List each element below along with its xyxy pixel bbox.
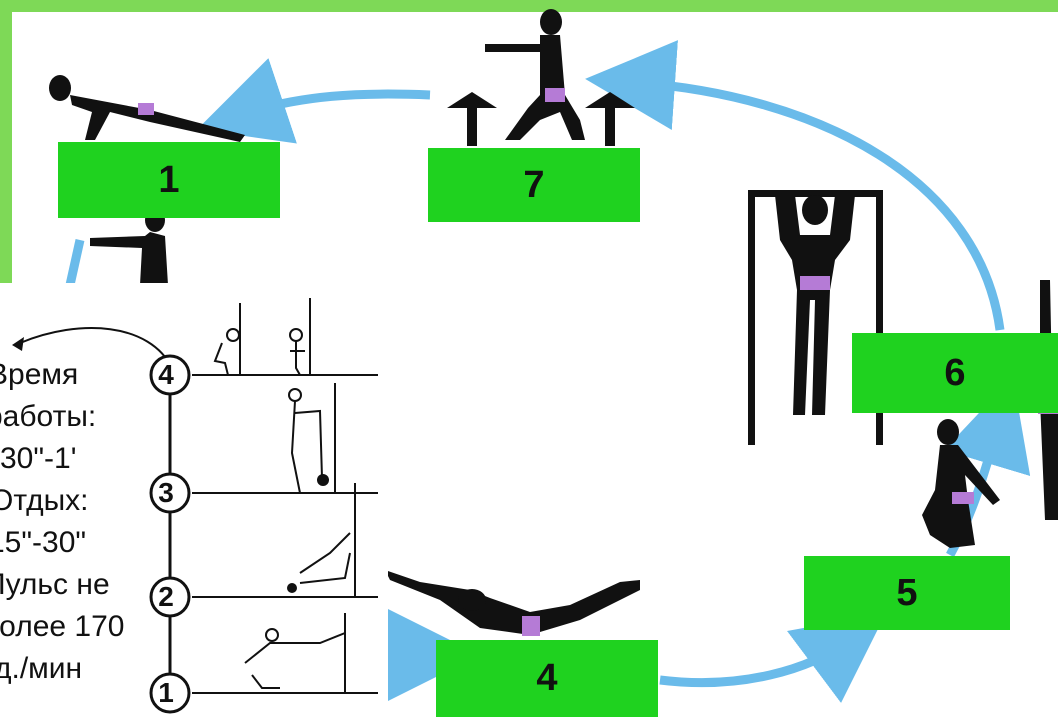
station-6: 6 — [852, 333, 1058, 413]
inset-line-5: 15"-30" — [0, 526, 87, 559]
figure-superman — [385, 570, 640, 636]
arrow-4-to-5 — [659, 613, 887, 703]
inset-line-3: 30"-1' — [0, 442, 77, 475]
station-7-number: 7 — [523, 163, 545, 206]
step-1-label: 1 — [158, 677, 174, 708]
inset-line-6: Пульс не — [0, 568, 110, 601]
station-4-number: 4 — [536, 657, 558, 699]
arrow-1-down — [65, 239, 85, 286]
station-7: 7 — [428, 148, 640, 222]
left-green-border — [0, 0, 12, 300]
inset-panel: 4 3 2 1 Время работы: 30"-1' Отдых: 15"-… — [0, 283, 388, 717]
station-1: 1 — [58, 142, 280, 218]
inset-line-7: более 170 — [0, 610, 125, 643]
step-4-label: 4 — [158, 359, 174, 390]
inset-line-8: уд./мин — [0, 652, 83, 685]
station-6-number: 6 — [944, 351, 966, 394]
figure-pushup — [49, 75, 245, 142]
top-green-border — [0, 0, 1058, 12]
inset-steps-diagram — [12, 298, 378, 714]
inset-line-4: Отдых: — [0, 484, 89, 517]
step-3-label: 3 — [158, 477, 174, 508]
station-1-number: 1 — [158, 158, 180, 201]
arrow-6-to-7 — [585, 40, 1005, 331]
station-5-number: 5 — [896, 571, 918, 614]
inset-line-1: Время — [0, 358, 79, 391]
figure-below-1 — [90, 208, 168, 285]
figure-crouch — [922, 419, 1000, 548]
station-4: 4 — [436, 640, 658, 717]
inset-line-2: работы: — [0, 400, 97, 433]
step-2-label: 2 — [158, 581, 174, 612]
station-5: 5 — [804, 556, 1010, 630]
figure-squat-jump — [447, 9, 635, 146]
arrow-7-to-1 — [197, 58, 431, 144]
figure-pullup — [748, 190, 883, 445]
